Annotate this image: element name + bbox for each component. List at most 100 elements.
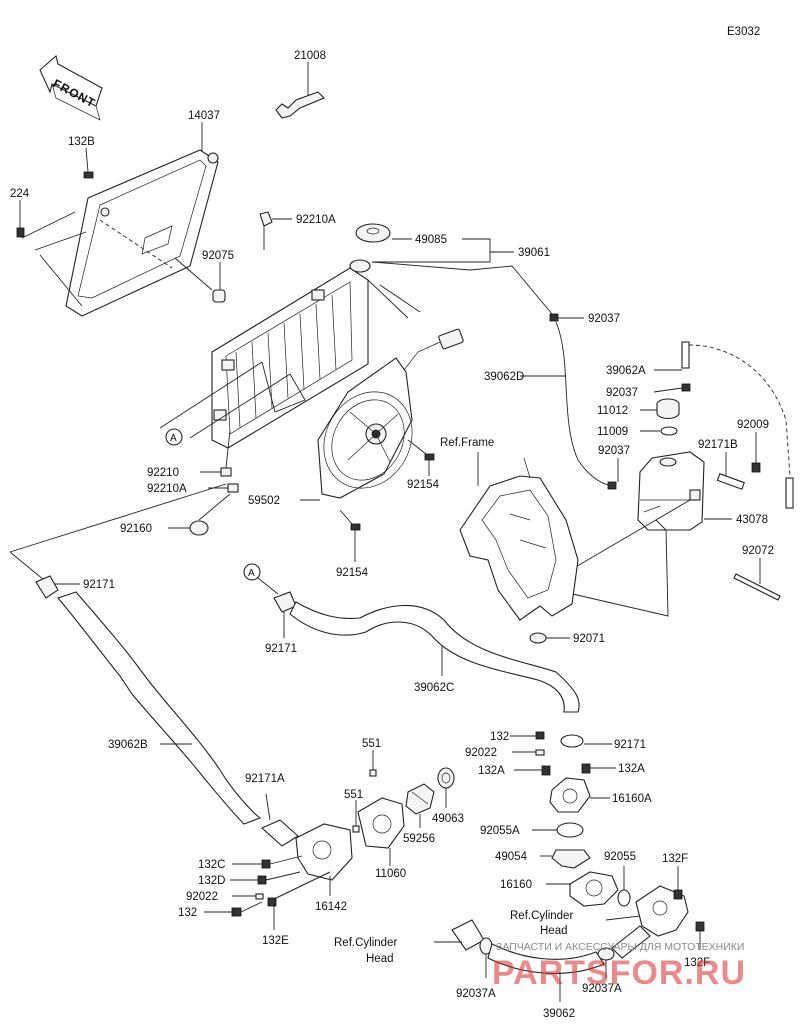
label-49063: 49063 [432,813,464,825]
label-92154-b: 92154 [336,567,369,579]
label-39061: 39061 [518,247,550,259]
clamp-92037-mid-part [653,383,691,393]
label-132a-l: 132A [478,765,505,777]
label-551-top: 551 [362,738,381,750]
label-132c: 132C [198,859,226,871]
thermostat-cover-group [510,731,616,869]
label-92037-low: 92037 [598,445,630,457]
reservoir-hose-39062a-part [654,341,794,509]
ref-cylinder-head-left-line1: Ref.Cylinder [334,937,397,949]
label-39062d: 39062D [484,371,524,383]
water-pipe-right-part [597,866,705,978]
label-92075: 92075 [202,250,234,262]
label-11009: 11009 [597,426,628,438]
label-92171b: 92171B [698,439,738,451]
label-92037a-r: 92037A [582,983,622,995]
label-92160: 92160 [120,523,152,535]
watermark-logo: PARTSFOR.RU [492,954,746,992]
label-92171a: 92171A [245,773,285,785]
label-43078: 43078 [736,514,768,526]
label-132-l: 132 [178,907,197,919]
label-39062b: 39062B [108,739,148,751]
label-92055: 92055 [604,851,636,863]
diagram-code: E3032 [727,26,760,38]
label-92009: 92009 [737,419,769,431]
label-551-mid: 551 [344,789,363,801]
label-11012: 11012 [597,405,628,417]
bolts-left-group [204,855,331,930]
label-16160a: 16160A [612,793,652,805]
ref-cylinder-head-right-line1: Ref.Cylinder [510,910,573,922]
thermo-switch-part [275,62,325,119]
label-132d: 132D [198,875,226,887]
label-92210a-low: 92210A [147,483,187,495]
frame-bracket-part [459,452,579,621]
label-92171-mid: 92171 [265,643,297,655]
water-pump-group [261,750,455,896]
watermark-tagline: ЗАПЧАСТИ И АКСЕССУАРЫ ДЛЯ МОТОТЕХНИКИ [496,941,744,953]
bolt-132b-part [83,147,94,179]
front-direction-arrow: FRONT [39,54,103,121]
label-39061-leader [372,238,514,263]
label-92037-top: 92037 [588,313,620,325]
ref-frame-label: Ref.Frame [440,437,494,449]
hose-39062d-part [371,261,619,490]
label-21008: 21008 [294,50,326,62]
label-132e: 132E [262,935,289,947]
label-92071: 92071 [573,633,605,645]
label-92022-r: 92022 [465,747,497,759]
bolt-92009-part [751,432,761,473]
label-132b: 132B [68,136,95,148]
label-92154-a: 92154 [407,479,440,491]
ref-cylinder-head-left-line2: Head [366,953,394,965]
hose-39062-part [434,919,605,1002]
label-132a-r: 132A [618,763,645,775]
damper-92160-part [168,493,231,536]
thermostat-housing-part [546,866,631,907]
callout-a-radiator: A [165,428,183,446]
label-49085: 49085 [415,234,447,246]
label-16142: 16142 [315,901,347,913]
ref-cylinder-head-right-line2: Head [540,925,568,937]
damper-92071-part [529,632,570,644]
label-92022-l: 92022 [186,891,218,903]
label-224: 224 [10,188,30,200]
hose-39062c-part [273,591,580,713]
grommet-92210a-top-part [259,211,292,250]
label-92210: 92210 [147,467,179,479]
callout-a-hose: A [243,563,279,595]
label-92171-r: 92171 [614,739,646,751]
radiator-screen-part [65,122,219,317]
gasket-11009-part [640,426,678,436]
damper-92171b-part [716,452,745,490]
label-92171-left: 92171 [83,579,115,591]
hose-39062b-part [35,575,262,825]
label-92210a-top: 92210A [296,214,336,226]
label-92037a-l: 92037A [456,988,496,1000]
reservoir-tank-43078-part [549,451,732,617]
callout-a-letter: A [170,433,177,444]
label-59502: 59502 [248,495,280,507]
label-16160: 16160 [500,879,532,891]
damper-92075-part [212,262,226,303]
label-14037: 14037 [188,110,220,122]
grommets-lower-part [200,429,239,493]
label-132f-top: 132F [662,853,688,865]
bolt-92154-b-part [339,509,361,562]
label-59256: 59256 [403,833,435,845]
label-49054: 49054 [495,851,528,863]
radiator-assembly-lines [34,219,421,439]
band-92072-part [733,558,781,601]
label-39062a: 39062A [606,365,646,377]
screw-224-part [16,200,76,239]
radiator-cap-part [355,223,412,243]
radiator-core-part [211,259,371,449]
left-hose-leader [9,483,227,581]
label-132f-low: 132F [684,957,710,969]
label-92055a: 92055A [480,825,520,837]
reservoir-cap-11012-part [640,398,680,420]
label-132-r: 132 [490,731,509,743]
label-39062: 39062 [543,1008,575,1020]
label-11060: 11060 [375,868,406,880]
